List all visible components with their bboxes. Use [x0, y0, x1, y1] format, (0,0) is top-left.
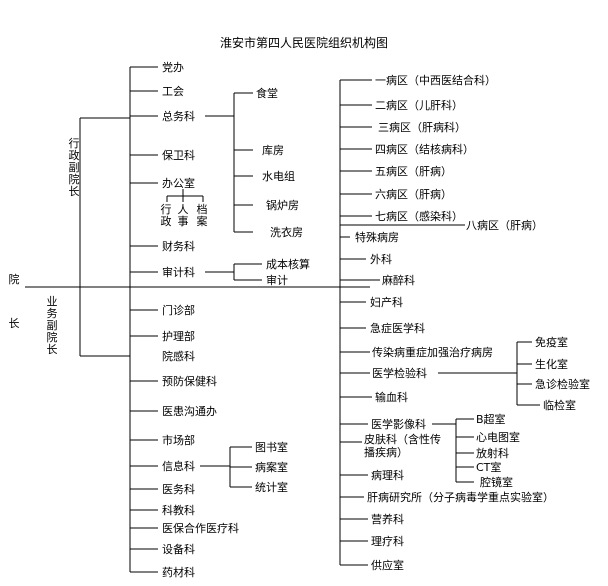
ward-7: 七病区（感染科）: [375, 210, 463, 223]
dept-science-education: 科教科: [162, 504, 195, 517]
business-vice-president: 业务副院长: [46, 295, 58, 356]
sub-ecg: 心电图室: [476, 431, 520, 444]
dept-surgery: 外科: [370, 253, 392, 266]
sub-administration: 行政: [160, 203, 172, 228]
dept-information: 信息科: [162, 460, 195, 473]
dept-security: 保卫科: [162, 149, 195, 162]
sub-statistics: 统计室: [255, 481, 288, 494]
dept-infection-control: 院感科: [162, 350, 195, 363]
dept-physiotherapy: 理疗科: [371, 535, 404, 548]
sub-cost-accounting: 成本核算: [266, 258, 310, 271]
dept-general-affairs: 总务科: [162, 110, 195, 123]
dept-party-office: 党办: [162, 61, 184, 74]
sub-immunology-lab: 免疫室: [535, 336, 568, 349]
sub-personnel: 人事: [177, 203, 189, 228]
dept-office: 办公室: [162, 177, 195, 190]
sub-boiler-room: 锅炉房: [266, 199, 299, 212]
sub-laundry: 洗衣房: [270, 226, 303, 239]
sub-canteen: 食堂: [256, 87, 278, 100]
admin-vice-president: 行政副院长: [68, 137, 80, 198]
sub-endoscopy: 腔镜室: [480, 476, 513, 489]
dept-imaging: 医学影像科: [371, 418, 426, 431]
dept-special-ward: 特殊病房: [355, 231, 399, 244]
ward-4: 四病区（结核病科）: [375, 143, 474, 156]
dept-dermatology: 皮肤科（含性传播疾病）: [364, 433, 441, 459]
dept-labor-union: 工会: [162, 85, 184, 98]
dept-blood-transfusion: 输血科: [375, 391, 408, 404]
dept-nutrition: 营养科: [371, 513, 404, 526]
dept-audit: 审计科: [162, 266, 195, 279]
sub-utilities: 水电组: [262, 170, 295, 183]
ward-6: 六病区（肝病）: [375, 188, 452, 201]
dept-obstetrics: 妇产科: [370, 296, 403, 309]
dept-pathology: 病理科: [371, 469, 404, 482]
dept-preventive-care: 预防保健科: [162, 375, 217, 388]
sub-ultrasound: B超室: [476, 413, 506, 426]
dept-patient-relations: 医患沟通办: [162, 405, 217, 418]
dept-nursing: 护理部: [162, 330, 195, 343]
ward-5: 五病区（肝病）: [375, 165, 452, 178]
dept-marketing: 市场部: [162, 434, 195, 447]
dept-pharmacy: 药材科: [162, 566, 195, 579]
sub-ct: CT室: [476, 461, 502, 474]
dept-laboratory: 医学检验科: [372, 367, 427, 380]
dept-medical-affairs: 医务科: [162, 483, 195, 496]
dept-emergency: 急症医学科: [370, 322, 425, 335]
sub-warehouse: 库房: [262, 144, 284, 157]
dept-finance: 财务科: [162, 240, 195, 253]
dept-liver-institute: 肝病研究所（分子病毒学重点实验室）: [367, 491, 554, 504]
dept-infectious-icu: 传染病重症加强治疗病房: [372, 346, 493, 359]
sub-audit: 审计: [266, 274, 288, 287]
ward-2: 二病区（儿肝科）: [375, 99, 463, 112]
ward-3: 三病区（肝病科）: [378, 121, 466, 134]
ward-8: 八病区（肝病）: [466, 219, 543, 232]
dept-anesthesiology: 麻醉科: [382, 274, 415, 287]
sub-biochemistry-lab: 生化室: [535, 358, 568, 371]
dept-medical-insurance: 医保合作医疗科: [162, 522, 239, 535]
dept-equipment: 设备科: [162, 543, 195, 556]
sub-medical-records: 病案室: [255, 461, 288, 474]
root-node-president: 院长: [8, 273, 20, 330]
page-title: 淮安市第四人民医院组织机构图: [219, 36, 388, 50]
sub-clinical-lab: 临检室: [543, 399, 576, 412]
sub-emergency-lab: 急诊检验室: [535, 378, 590, 391]
sub-library: 图书室: [255, 441, 288, 454]
sub-radiology: 放射科: [476, 447, 509, 460]
sub-archives: 档案: [196, 203, 208, 228]
dept-outpatient: 门诊部: [162, 304, 195, 317]
ward-1: 一病区（中西医结合科）: [375, 74, 496, 87]
dept-supply-room: 供应室: [371, 559, 404, 572]
